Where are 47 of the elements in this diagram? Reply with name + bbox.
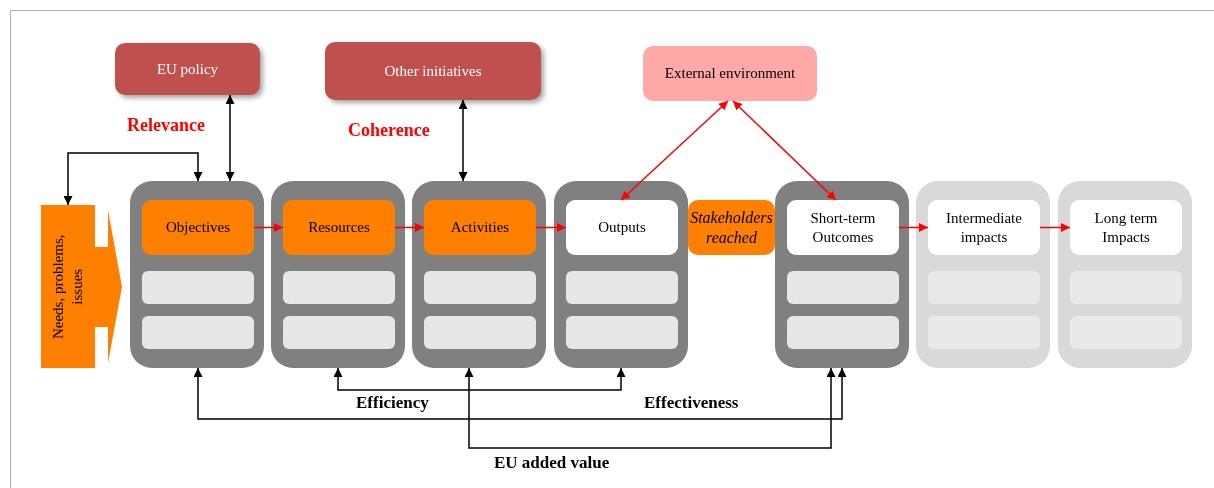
- criterion-label: Coherence: [348, 120, 430, 141]
- stage-column: [1058, 181, 1192, 368]
- needs-arrow: Needs, problems, issues: [41, 205, 122, 368]
- arrow: [333, 367, 626, 391]
- stage-box: Long term Impacts: [1070, 200, 1182, 255]
- stage-box: Objectives: [142, 200, 254, 255]
- policy-box: Other initiatives: [325, 42, 541, 100]
- empty-slot: [283, 271, 395, 304]
- criterion-label: EU added value: [494, 453, 610, 473]
- stakeholder-box: Stakeholders reached: [688, 200, 775, 255]
- arrow: [63, 152, 203, 206]
- stage-column: [271, 181, 405, 368]
- empty-slot: [424, 316, 536, 349]
- arrow: [464, 367, 836, 449]
- empty-slot: [566, 271, 678, 304]
- stage-column: [916, 181, 1050, 368]
- stage-box: Outputs: [566, 200, 678, 255]
- arrow: [394, 223, 425, 232]
- stage-column: [775, 181, 909, 368]
- stage-column: [130, 181, 264, 368]
- arrow: [193, 367, 847, 420]
- empty-slot: [424, 271, 536, 304]
- policy-box: EU policy: [115, 43, 260, 95]
- arrow: [898, 223, 929, 232]
- arrow: [225, 94, 235, 182]
- stage-box: Resources: [283, 200, 395, 255]
- empty-slot: [787, 271, 899, 304]
- stage-box: Intermediate impacts: [928, 200, 1040, 255]
- arrow: [620, 100, 729, 201]
- empty-slot: [566, 316, 678, 349]
- stage-box: Activities: [424, 200, 536, 255]
- criterion-label: Effectiveness: [644, 393, 739, 413]
- stage-box: Short-term Outcomes: [787, 200, 899, 255]
- arrow: [458, 99, 468, 182]
- stage-column: [412, 181, 546, 368]
- empty-slot: [787, 316, 899, 349]
- stage-column: [554, 181, 688, 368]
- empty-slot: [283, 316, 395, 349]
- empty-slot: [142, 271, 254, 304]
- empty-slot: [142, 316, 254, 349]
- arrow: [1039, 223, 1071, 232]
- arrow: [732, 100, 837, 201]
- criterion-label: Efficiency: [356, 393, 429, 413]
- criterion-label: Relevance: [127, 115, 205, 136]
- context-box: External environment: [643, 46, 817, 101]
- arrow: [535, 223, 567, 232]
- arrow: [253, 223, 284, 232]
